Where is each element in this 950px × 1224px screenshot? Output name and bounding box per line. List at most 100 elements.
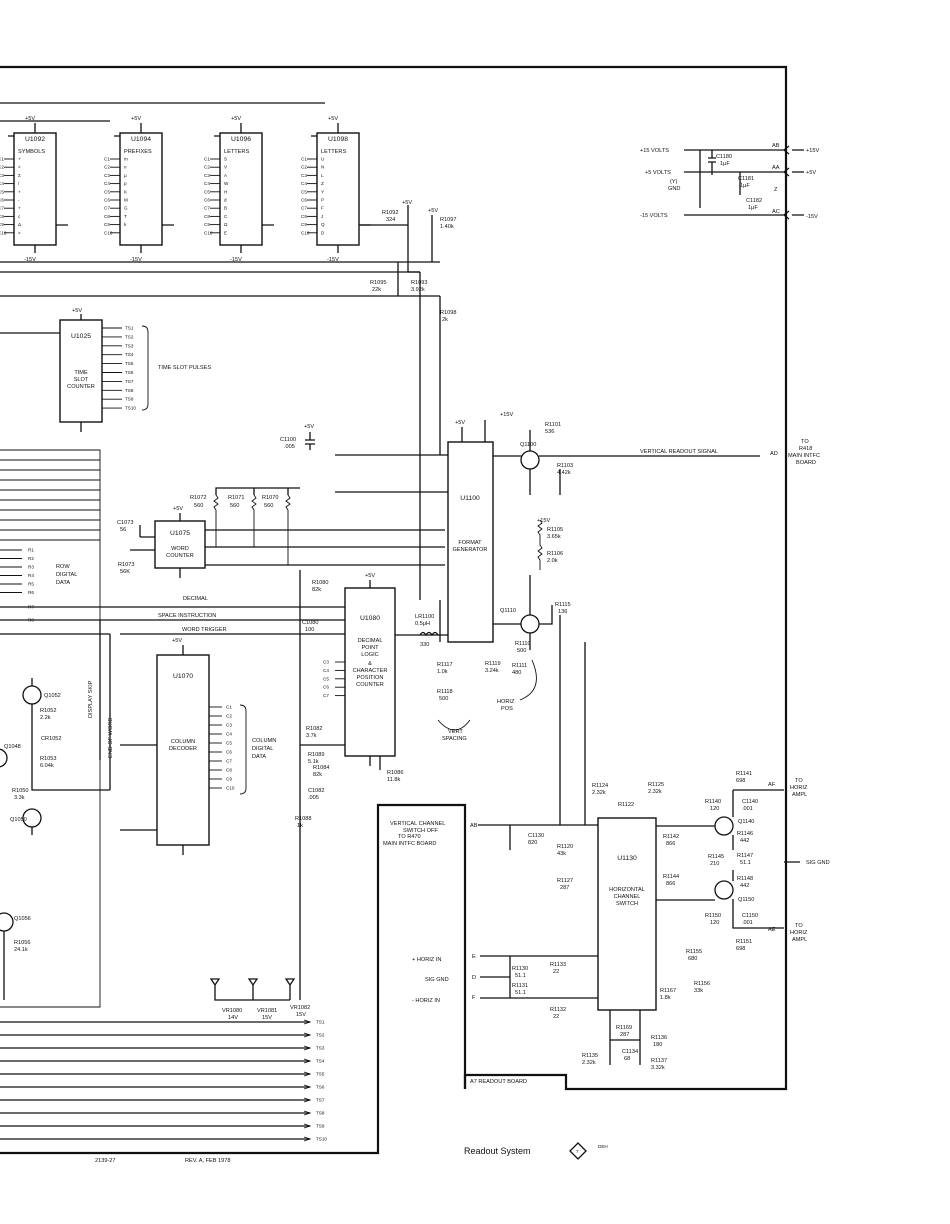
r1119-val: 3.24k xyxy=(485,668,499,674)
u1070-l2: DECODER xyxy=(169,746,197,752)
r1118-val: 500 xyxy=(439,696,448,702)
left-bus xyxy=(0,449,101,1008)
rom-input-label: C7 xyxy=(204,206,210,211)
r1131-val: 51.1 xyxy=(515,990,526,996)
minus15-volts: -15 VOLTS xyxy=(640,213,668,219)
doc-number: 2139-27 xyxy=(95,1158,116,1164)
rom-input-label: C9 xyxy=(301,222,307,227)
pin-e: E xyxy=(472,954,476,960)
r1144-val: 866 xyxy=(666,881,675,887)
rom-chip-body xyxy=(13,132,57,246)
u1070-output-label: C3 xyxy=(226,723,232,728)
u1080-l2: POINT xyxy=(361,645,379,651)
c1082-val: .005 xyxy=(308,795,319,801)
to-horiz-a3: AMPL xyxy=(792,792,807,798)
character-rom-group: U1092SYMBOLS+5V-15VC1+C2<C3ΣC4/C5+C6-C7+… xyxy=(0,116,371,263)
r1086-ref: R1086 xyxy=(387,770,403,776)
to-r418-3: MAIN INTFC xyxy=(788,453,820,459)
u1100-label-1: FORMAT xyxy=(458,540,482,546)
ts-output-label: TS8 xyxy=(125,388,134,393)
q1100-transistor xyxy=(520,450,540,470)
u1070-output-label: C9 xyxy=(226,777,232,782)
rom-char: V xyxy=(224,165,228,170)
q1110-transistor xyxy=(520,614,540,634)
rom-char: W xyxy=(224,181,229,186)
ts-bus-arrow xyxy=(303,1097,312,1103)
rom-input-label: C10 xyxy=(104,230,113,235)
ts-bus-arrow xyxy=(303,1110,312,1116)
lr1100-ref: LR1100 xyxy=(415,614,434,620)
c1100-vcc: +5V xyxy=(304,424,314,430)
skip-eow-lines xyxy=(99,620,111,790)
c1180-ref: C1180 xyxy=(716,154,732,160)
rom-chip-ref: U1098 xyxy=(328,136,348,143)
ts-bus-arrow xyxy=(303,1058,312,1064)
r1122-ref: R1122 xyxy=(618,802,634,808)
u1080-vcc: +5V xyxy=(365,573,375,579)
vcs-3: TO R470 xyxy=(398,834,421,840)
row-data-label: R2 xyxy=(28,556,34,561)
u1070-output-label: C6 xyxy=(226,750,232,755)
c1080-val: 100 xyxy=(305,627,314,633)
to-horiz-b1: TO xyxy=(795,923,803,929)
to-horiz-b3: AMPL xyxy=(792,937,807,943)
ts-output-label: TS2 xyxy=(125,334,134,339)
q1056-ref: Q1056 xyxy=(14,916,31,922)
pin-aa-power: AA xyxy=(772,165,780,171)
r1052-ref: R1052 xyxy=(40,708,56,714)
r1101-ref: R1101 xyxy=(545,422,561,428)
r1120-val: 43k xyxy=(557,851,566,857)
r1082-ref: R1082 xyxy=(306,726,322,732)
rom-char: N xyxy=(321,165,324,170)
to-r418-1: TO xyxy=(801,439,809,445)
left-transistor-wires xyxy=(3,678,110,1000)
pin-ad: AD xyxy=(770,451,778,457)
u1080-input-label: C5 xyxy=(323,676,329,681)
rom-char: c xyxy=(18,214,21,219)
r1137-ref: R1137 xyxy=(651,1058,667,1064)
c1134-val: 68 xyxy=(624,1056,630,1062)
r1070-val: 560 xyxy=(264,503,273,509)
q1050-ref: Q1050 xyxy=(10,817,27,823)
cr1052-ref: CR1052 xyxy=(41,736,62,742)
ts-output-label: TS6 xyxy=(125,370,134,375)
r1115-val: 136 xyxy=(558,609,567,615)
u1025-label-3: COUNTER xyxy=(67,384,95,390)
ts-brace xyxy=(141,325,149,411)
to-r418-2: R418 xyxy=(799,446,812,452)
horiz-pos-2: POS xyxy=(501,706,513,712)
rom-chip-vee: -15V xyxy=(24,257,36,263)
u1080-input-label: C3 xyxy=(323,660,329,665)
r1093-ref: R1093 xyxy=(411,280,427,286)
vcs-4: MAIN INTFC BOARD xyxy=(383,841,436,847)
r1117-ref: R1117 xyxy=(437,662,453,668)
sig-gnd-out: SIG GND xyxy=(806,860,830,866)
drafter-tag: DEH xyxy=(598,1144,608,1149)
r1092-vcc: +5V xyxy=(402,200,412,206)
pin-z-power: Z xyxy=(774,187,778,193)
gnd-label: GND xyxy=(668,186,680,192)
pin-ac-power: AC xyxy=(772,209,780,215)
rom-char: J xyxy=(321,214,323,219)
rom-char: > xyxy=(18,230,21,235)
rom-chip-function: LETTERS xyxy=(321,149,346,155)
ts-bus-label: TS6 xyxy=(316,1085,325,1090)
out-plus5: +5V xyxy=(806,170,816,176)
rom-input-label: C10 xyxy=(204,230,213,235)
ts-bus-arrow xyxy=(303,1045,312,1051)
rom-chip-vcc: +5V xyxy=(231,116,241,122)
q1110-wires xyxy=(493,575,553,650)
vcs-wire xyxy=(478,615,598,850)
u1070-output-label: C2 xyxy=(226,714,232,719)
lr1100-val: 0.5μH xyxy=(415,621,430,627)
vcs-1: VERTICAL CHANNEL xyxy=(390,821,445,827)
r1120-ref: R1120 xyxy=(557,844,573,850)
ts-bus-lines xyxy=(0,1021,310,1140)
rom-char: F xyxy=(321,206,324,211)
r1140-ref: R1140 xyxy=(705,799,721,805)
rom-input-label: C6 xyxy=(301,198,307,203)
